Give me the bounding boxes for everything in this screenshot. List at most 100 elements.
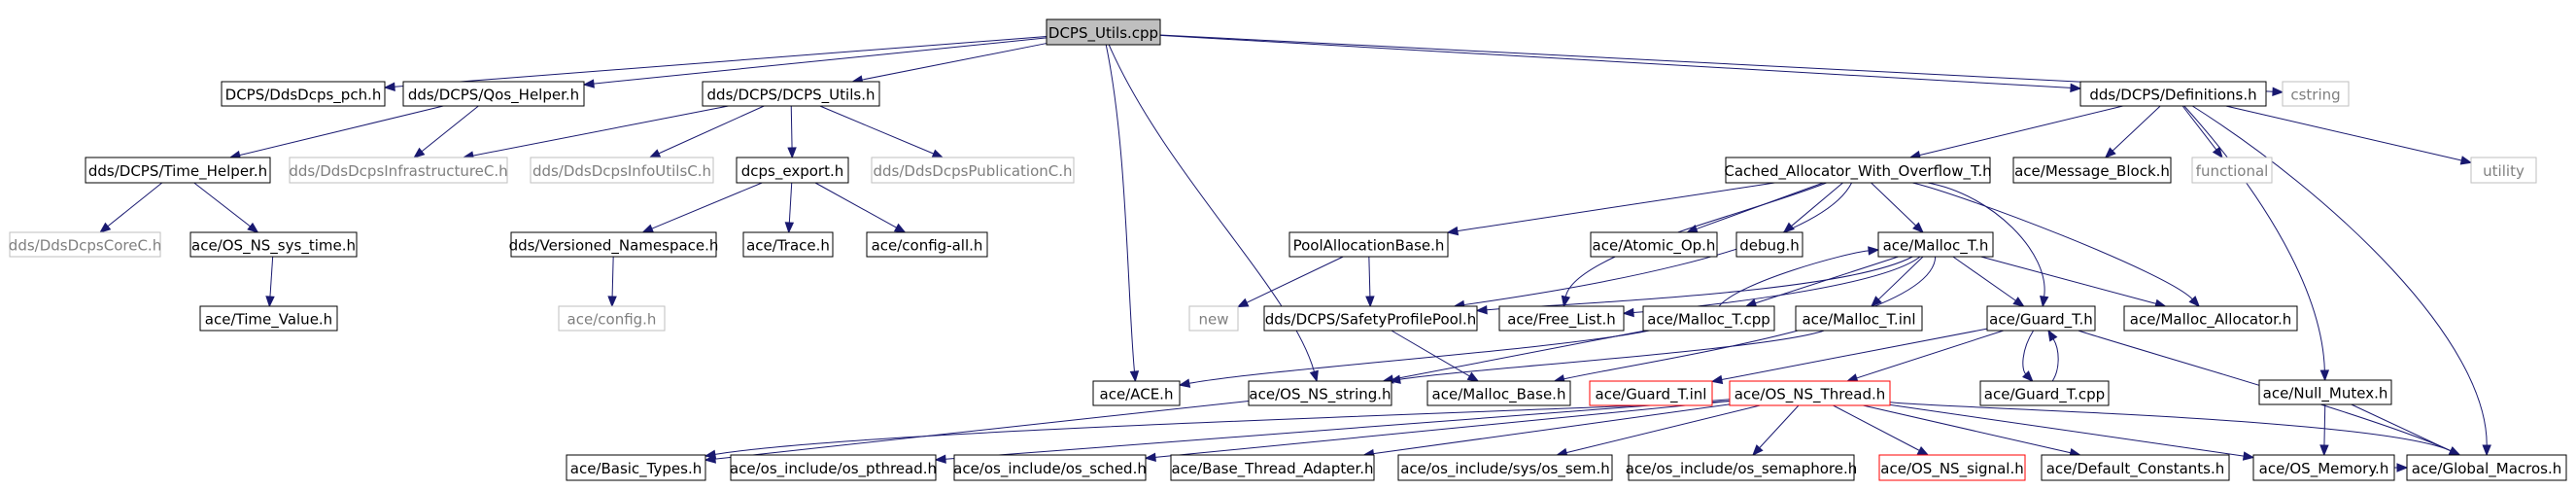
node-malloc_t_cpp[interactable]: ace/Malloc_T.cpp bbox=[1642, 305, 1775, 332]
arrowhead-os_ns_thread_h-to-os_memory_h bbox=[2242, 451, 2255, 461]
edge-dcps_utils_cpp-to-ddsdcps_pch_h bbox=[394, 36, 1048, 88]
node-os_ns_thread_h[interactable]: ace/OS_NS_Thread.h bbox=[1729, 380, 1891, 406]
node-dcps_utils_cpp: DCPS_Utils.cpp bbox=[1046, 18, 1161, 46]
node-config_all_h[interactable]: ace/config-all.h bbox=[866, 231, 988, 258]
node-os_sem_h[interactable]: ace/os_include/sys/os_sem.h bbox=[1397, 454, 1613, 481]
arrowhead-dcps_export_h-to-versioned_namespace_h bbox=[641, 224, 655, 233]
edge-guard_t_h-to-os_ns_thread_h bbox=[1856, 330, 2005, 379]
node-definitions_h[interactable]: dds/DCPS/Definitions.h bbox=[2079, 81, 2267, 107]
node-label-time_value_h: ace/Time_Value.h bbox=[205, 311, 332, 330]
edge-dcps_export_h-to-versioned_namespace_h bbox=[651, 182, 763, 229]
node-box-os_ns_string_h bbox=[1248, 380, 1392, 406]
node-dcps_utils_h[interactable]: dds/DCPS/DCPS_Utils.h bbox=[702, 81, 880, 107]
node-null_mutex_h[interactable]: ace/Null_Mutex.h bbox=[2258, 379, 2392, 405]
arrowhead-guard_t_h-to-guard_t_cpp bbox=[2022, 370, 2034, 382]
edge-definitions_h-to-functional bbox=[2181, 105, 2217, 151]
node-global_macros_h[interactable]: ace/Global_Macros.h bbox=[2406, 454, 2567, 481]
node-versioned_namespace_h[interactable]: dds/Versioned_Namespace.h bbox=[509, 231, 719, 258]
node-guard_t_h[interactable]: ace/Guard_T.h bbox=[1986, 305, 2096, 332]
node-label-ace_h: ace/ACE.h bbox=[1100, 386, 1174, 403]
edge-os_ns_thread_h-to-os_ns_signal_h bbox=[1833, 404, 1920, 451]
node-os_sched_h[interactable]: ace/os_include/os_sched.h bbox=[953, 454, 1147, 481]
node-box-default_constants_h bbox=[2041, 454, 2230, 481]
edge-os_ns_thread_h-to-basic_types_h bbox=[714, 400, 1731, 455]
node-qos_helper_h[interactable]: dds/DCPS/Qos_Helper.h bbox=[402, 81, 585, 107]
node-os_semaphore_h[interactable]: ace/os_include/os_semaphore.h bbox=[1626, 454, 1858, 481]
node-default_constants_h[interactable]: ace/Default_Constants.h bbox=[2041, 454, 2230, 481]
node-message_block_h[interactable]: ace/Message_Block.h bbox=[2012, 157, 2172, 184]
node-trace_h[interactable]: ace/Trace.h bbox=[742, 231, 834, 258]
node-guard_t_inl[interactable]: ace/Guard_T.inl bbox=[1589, 380, 1713, 406]
node-debug_h[interactable]: debug.h bbox=[1735, 231, 1803, 258]
node-label-trace_h: ace/Trace.h bbox=[746, 237, 830, 255]
node-label-config_h: ace/config.h bbox=[567, 311, 657, 329]
arrowhead-dcps_utils_h-to-ddsdcpspublicationc_h bbox=[931, 149, 945, 158]
edge-time_helper_h-to-ddsdcpscorec_h bbox=[107, 182, 163, 228]
node-label-os_ns_thread_h: ace/OS_NS_Thread.h bbox=[1735, 386, 1886, 404]
edge-os_ns_thread_h-to-os_semaphore_h bbox=[1759, 404, 1800, 448]
edge-versioned_namespace_h-to-config_h bbox=[611, 256, 614, 298]
node-label-ddsdcps_pch_h: DCPS/DdsDcps_pch.h bbox=[225, 87, 382, 105]
node-box-config_all_h bbox=[866, 231, 988, 258]
node-malloc_t_h[interactable]: ace/Malloc_T.h bbox=[1877, 231, 1994, 258]
node-malloc_allocator_h[interactable]: ace/Malloc_Allocator.h bbox=[2123, 305, 2298, 332]
arrowhead-cached_allocator_h-to-debug_h bbox=[1782, 222, 1795, 233]
node-os_pthread_h[interactable]: ace/os_include/os_pthread.h bbox=[730, 454, 937, 481]
node-label-null_mutex_h: ace/Null_Mutex.h bbox=[2263, 385, 2388, 403]
node-box-os_ns_sys_time_h bbox=[189, 231, 358, 258]
node-box-malloc_base_h bbox=[1426, 380, 1571, 406]
arrowhead-dcps_utils_h-to-dcps_export_h bbox=[787, 147, 797, 159]
edge-dcps_utils_h-to-dcps_export_h bbox=[790, 105, 793, 149]
node-time_value_h[interactable]: ace/Time_Value.h bbox=[199, 305, 338, 332]
node-poolallocationbase_h[interactable]: PoolAllocationBase.h bbox=[1288, 231, 1449, 258]
node-box-versioned_namespace_h bbox=[510, 231, 717, 258]
node-box-malloc_allocator_h bbox=[2123, 305, 2298, 332]
node-os_ns_sys_time_h[interactable]: ace/OS_NS_sys_time.h bbox=[189, 231, 358, 258]
node-box-free_list_h bbox=[1498, 305, 1625, 332]
node-safetyprofilepool_h[interactable]: dds/DCPS/SafetyProfilePool.h bbox=[1263, 305, 1478, 332]
node-ace_h[interactable]: ace/ACE.h bbox=[1092, 380, 1181, 406]
node-box-os_pthread_h bbox=[730, 454, 937, 481]
edge-time_helper_h-to-os_ns_sys_time_h bbox=[193, 182, 251, 228]
node-ddsdcps_pch_h[interactable]: DCPS/DdsDcps_pch.h bbox=[221, 81, 386, 107]
node-os_memory_h[interactable]: ace/OS_Memory.h bbox=[2252, 454, 2395, 481]
edge-malloc_t_h-to-guard_t_h bbox=[1952, 256, 2016, 301]
arrowhead-null_mutex_h-to-global_macros_h bbox=[2448, 446, 2461, 456]
node-box-definitions_h bbox=[2079, 81, 2267, 107]
node-basic_types_h[interactable]: ace/Basic_Types.h bbox=[566, 454, 706, 481]
edge-dcps_utils_h-to-ddsdcpsinfrastructurec_h bbox=[472, 105, 729, 157]
node-free_list_h[interactable]: ace/Free_List.h bbox=[1498, 305, 1625, 332]
node-dcps_export_h[interactable]: dcps_export.h bbox=[736, 157, 849, 184]
node-label-base_thread_adapter_h: ace/Base_Thread_Adapter.h bbox=[1171, 460, 1373, 478]
arrowhead-cached_allocator_h-to-malloc_allocator_h bbox=[2188, 296, 2201, 307]
node-os_ns_string_h[interactable]: ace/OS_NS_string.h bbox=[1248, 380, 1392, 406]
node-box-ddsdcpsinfrastructurec_h bbox=[289, 157, 508, 184]
node-base_thread_adapter_h[interactable]: ace/Base_Thread_Adapter.h bbox=[1170, 454, 1375, 481]
node-box-message_block_h bbox=[2012, 157, 2172, 184]
arrowhead-time_helper_h-to-os_ns_sys_time_h bbox=[247, 222, 259, 233]
node-box-os_ns_signal_h bbox=[1878, 454, 2026, 481]
node-box-dcps_utils_cpp bbox=[1046, 18, 1161, 46]
edge-malloc_t_cpp-to-malloc_t_h bbox=[1718, 250, 1870, 307]
arrowhead-dcps_utils_cpp-to-qos_helper_h bbox=[582, 79, 595, 88]
node-cached_allocator_h[interactable]: Cached_Allocator_With_Overflow_T.h bbox=[1724, 157, 1992, 184]
node-atomic_op_h[interactable]: ace/Atomic_Op.h bbox=[1590, 231, 1718, 258]
node-box-utility bbox=[2470, 157, 2537, 184]
arrowhead-time_helper_h-to-ddsdcpscorec_h bbox=[99, 222, 112, 233]
node-time_helper_h[interactable]: dds/DCPS/Time_Helper.h bbox=[85, 157, 271, 184]
node-malloc_t_inl[interactable]: ace/Malloc_T.inl bbox=[1795, 305, 1923, 332]
node-label-ddsdcpspublicationc_h: dds/DdsDcpsPublicationC.h bbox=[874, 162, 1073, 180]
node-malloc_base_h[interactable]: ace/Malloc_Base.h bbox=[1426, 380, 1571, 406]
arrowhead-definitions_h-to-message_block_h bbox=[2104, 147, 2116, 158]
node-os_ns_signal_h[interactable]: ace/OS_NS_signal.h bbox=[1878, 454, 2026, 481]
edge-dcps_utils_cpp-to-ace_h bbox=[1105, 44, 1135, 372]
node-label-default_constants_h: ace/Default_Constants.h bbox=[2046, 460, 2225, 478]
node-label-os_ns_signal_h: ace/OS_NS_signal.h bbox=[1880, 460, 2023, 478]
node-box-dcps_utils_h bbox=[702, 81, 880, 107]
arrowhead-cached_allocator_h-to-malloc_t_h bbox=[1912, 222, 1924, 233]
arrowhead-poolallocationbase_h-to-safetyprofilepool_h bbox=[1365, 296, 1375, 308]
node-ddsdcpsinfoutilsc_h: dds/DdsDcpsInfoUtilsC.h bbox=[530, 157, 714, 184]
node-box-new bbox=[1188, 305, 1239, 332]
node-guard_t_cpp[interactable]: ace/Guard_T.cpp bbox=[1979, 380, 2110, 406]
node-label-safetyprofilepool_h: dds/DCPS/SafetyProfilePool.h bbox=[1265, 311, 1477, 329]
